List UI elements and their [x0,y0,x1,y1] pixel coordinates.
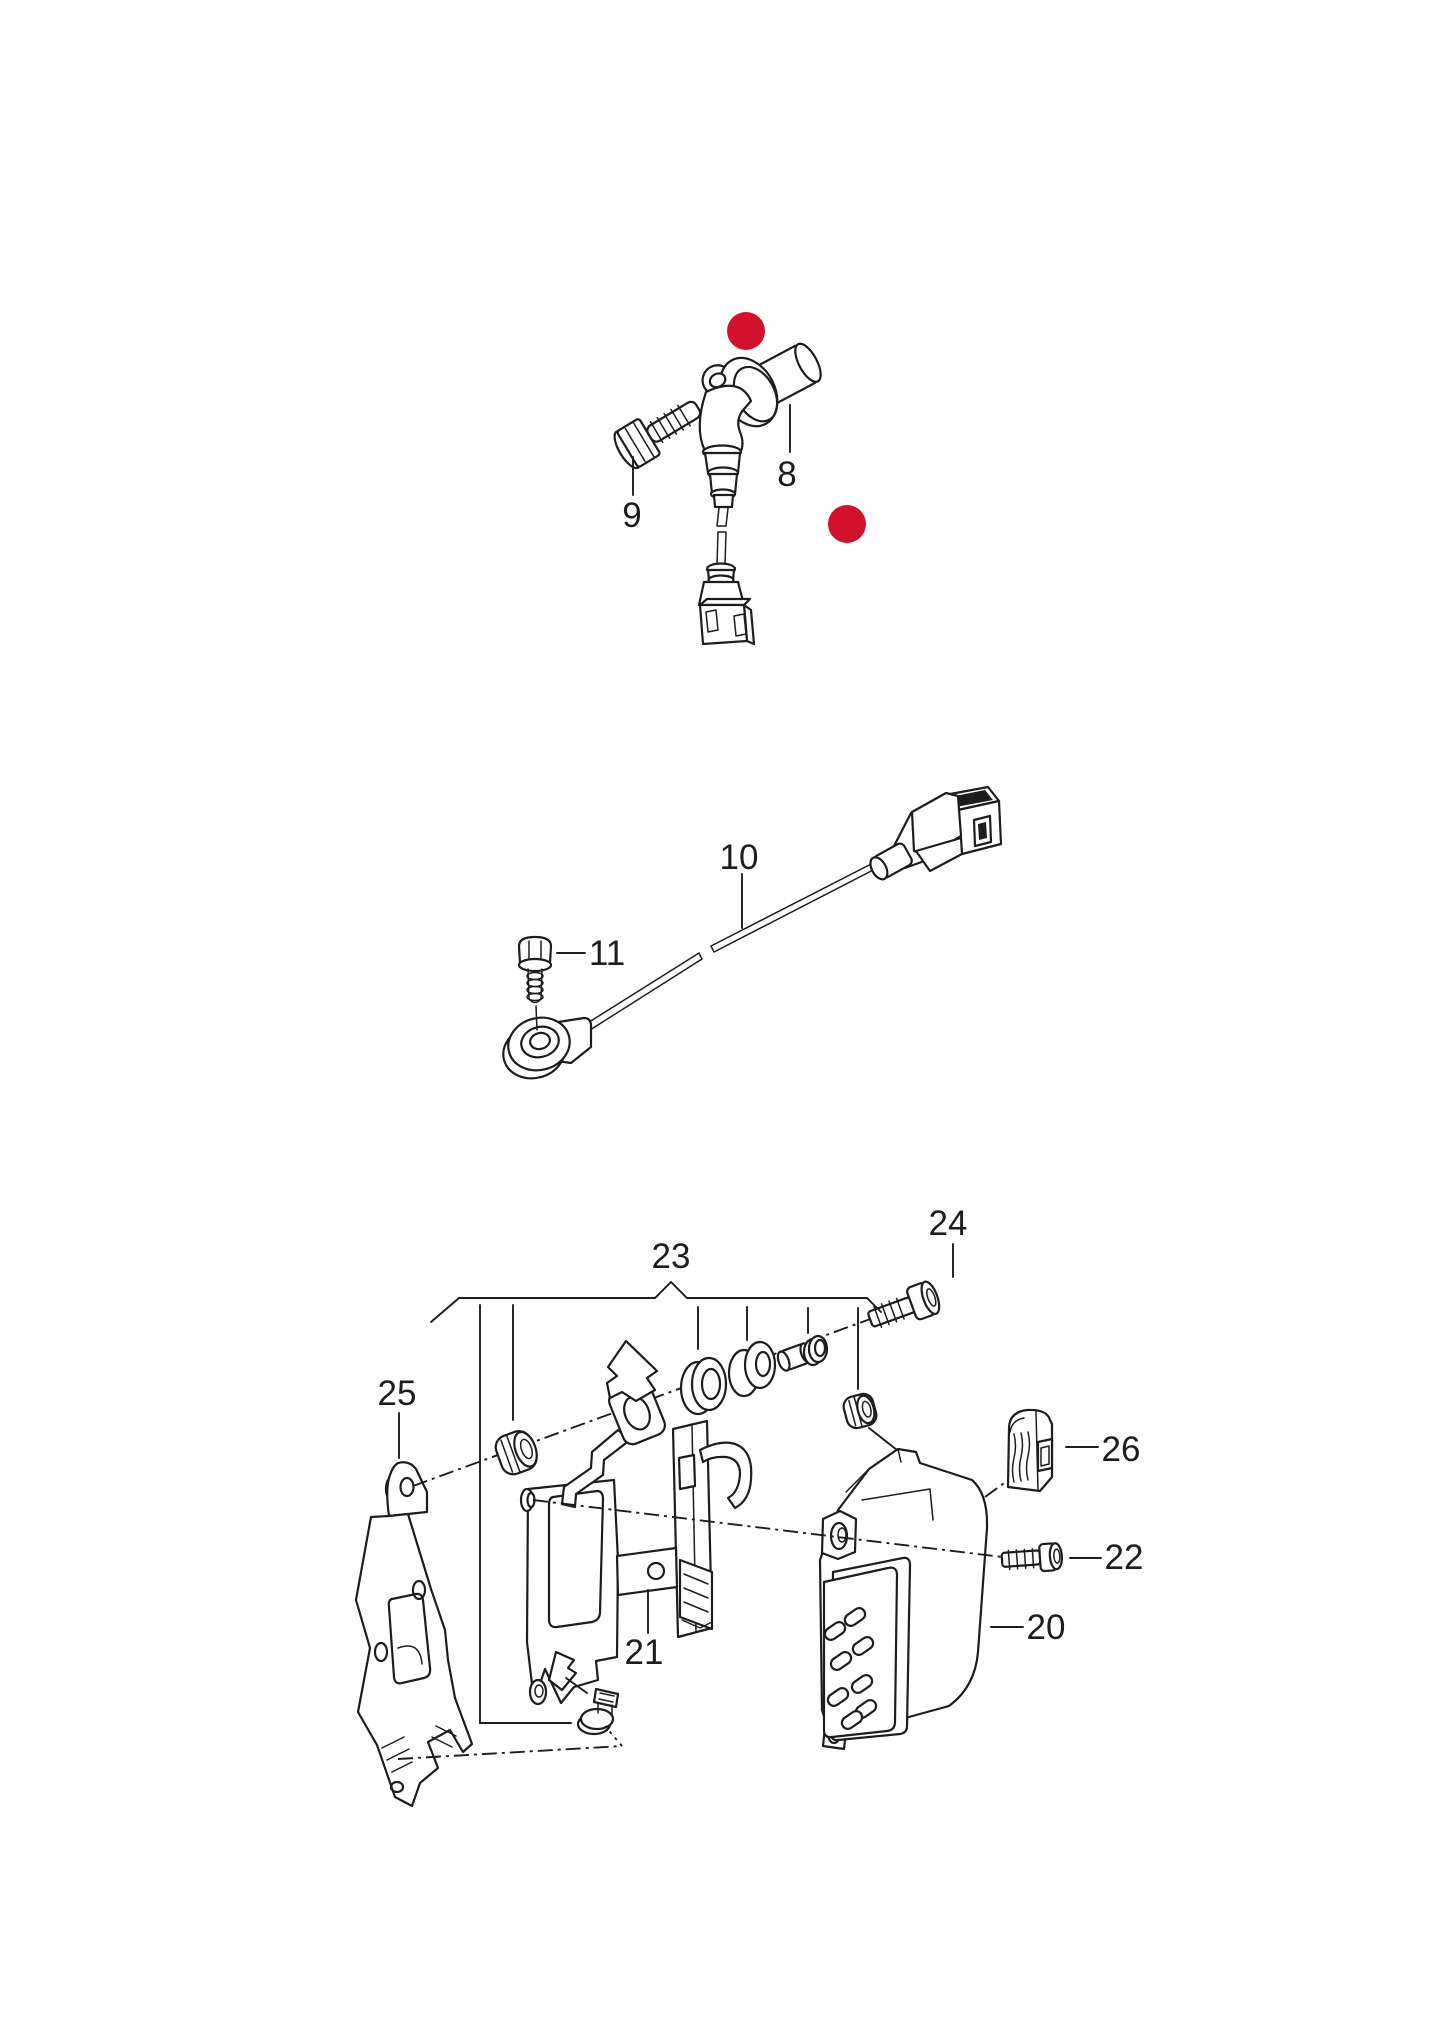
grommet-large-icon [494,1430,538,1476]
rubber-mount-arm [605,1339,666,1446]
ecu-bolt-icon [1000,1542,1064,1573]
callout-22[interactable]: 22 [1105,1538,1144,1577]
knock-sensor-icon [502,1016,593,1080]
knock-sensor-connector-icon [869,785,1003,881]
control-unit [818,1447,989,1751]
callout-10[interactable]: 10 [720,838,759,877]
callout-24[interactable]: 24 [929,1204,968,1243]
callout-25[interactable]: 25 [378,1374,417,1413]
grommet-small-icon [842,1392,898,1451]
centerline-ecu-axis [532,1499,1003,1558]
connector-pins-icon [823,1607,878,1730]
arrow-clip-icon [605,1339,659,1403]
bracket-right [615,1419,753,1639]
red-position-marker-1[interactable] [727,312,765,350]
callout-8[interactable]: 8 [777,455,796,494]
leader-clip [479,1304,572,1724]
washer-icon [679,1356,728,1416]
centerline-clip [397,1745,623,1760]
bushing-icon [727,1340,777,1398]
callout-9[interactable]: 9 [622,496,641,535]
knock-sensor-assembly: 10 11 [502,785,1003,1080]
callout-26[interactable]: 26 [1102,1430,1141,1469]
mounting-plate [519,1428,632,1706]
callout-21[interactable]: 21 [625,1633,664,1672]
sensor-bolt-icon [613,400,702,470]
control-unit-assembly: 23 24 25 26 22 20 21 [354,1204,1144,1808]
bracket-left [354,1461,474,1808]
small-ring-icon [802,1334,829,1367]
callout-23[interactable]: 23 [652,1237,691,1276]
retaining-clip [565,1677,620,1736]
red-position-marker-2[interactable] [828,505,866,543]
sensor-assembly: 8 9 [613,342,822,646]
callout-11[interactable]: 11 [589,934,625,973]
knock-sensor-bolt-icon [517,935,553,1031]
bracket-bolt-icon [867,1280,941,1329]
kit-23-brace [430,1280,882,1323]
connector-housing-icon [984,1408,1054,1498]
callout-20[interactable]: 20 [1027,1608,1066,1647]
